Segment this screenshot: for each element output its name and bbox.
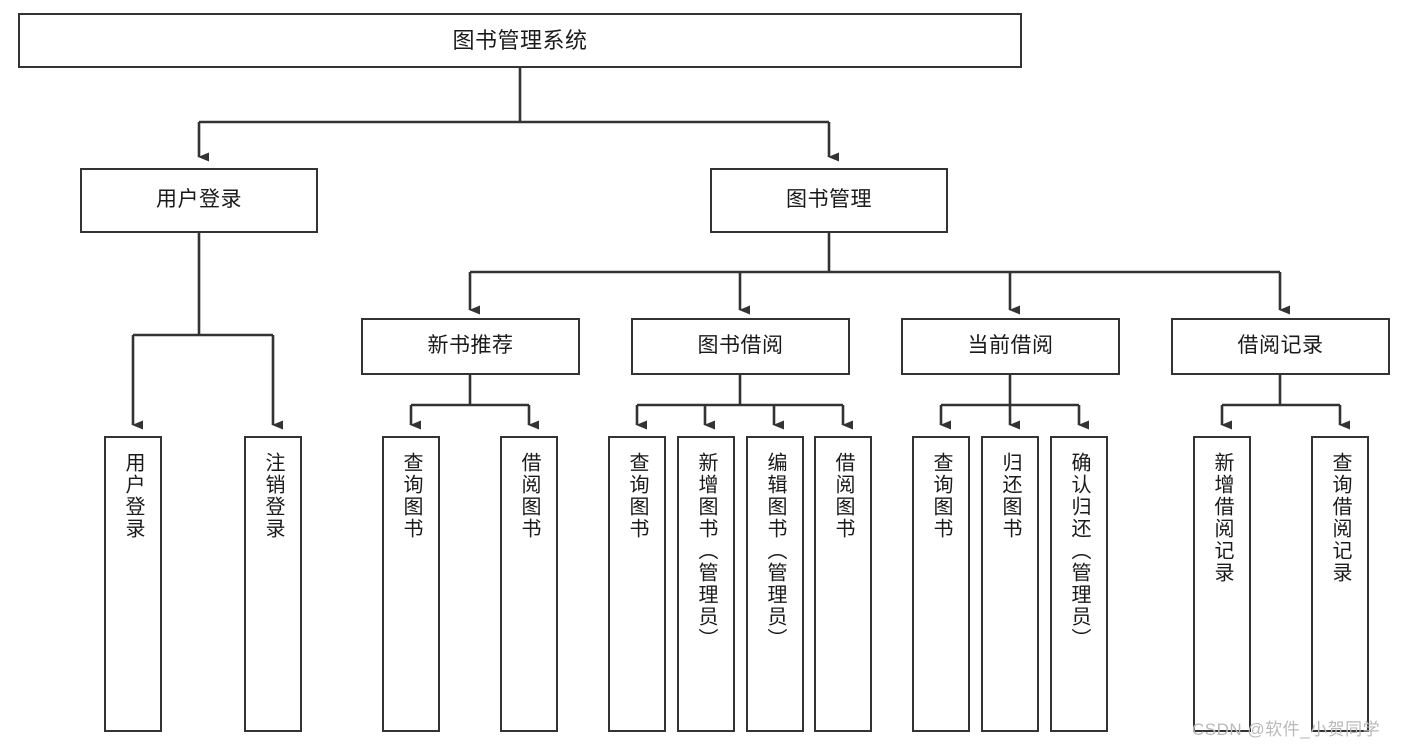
node-leaf-query-borrow-record[interactable]: 查询借阅记录	[1311, 436, 1369, 732]
node-leaf-query-book-1-label: 查询图书	[400, 452, 422, 540]
node-new-book-recommend[interactable]: 新书推荐	[361, 318, 580, 375]
node-leaf-user-login[interactable]: 用户登录	[104, 436, 162, 732]
node-leaf-logout-login-label: 注销登录	[262, 452, 284, 540]
node-book-borrow-label: 图书借阅	[697, 334, 784, 358]
node-leaf-add-book-admin-label: 新增图书（管理员）	[695, 452, 717, 650]
node-leaf-return-book[interactable]: 归还图书	[981, 436, 1039, 732]
node-user-login[interactable]: 用户登录	[80, 168, 318, 233]
node-leaf-query-book-2[interactable]: 查询图书	[608, 436, 666, 732]
node-leaf-borrow-book-1-label: 借阅图书	[518, 452, 540, 540]
node-leaf-logout-login[interactable]: 注销登录	[244, 436, 302, 732]
node-leaf-borrow-book-2[interactable]: 借阅图书	[814, 436, 872, 732]
node-leaf-confirm-return-admin-label: 确认归还（管理员）	[1068, 452, 1090, 650]
node-leaf-confirm-return-admin[interactable]: 确认归还（管理员）	[1050, 436, 1108, 732]
node-leaf-query-borrow-record-label: 查询借阅记录	[1329, 452, 1351, 584]
node-borrow-record[interactable]: 借阅记录	[1171, 318, 1390, 375]
node-leaf-user-login-label: 用户登录	[122, 452, 144, 540]
node-leaf-query-book-2-label: 查询图书	[626, 452, 648, 540]
node-leaf-edit-book-admin-label: 编辑图书（管理员）	[764, 452, 786, 650]
node-new-book-recommend-label: 新书推荐	[427, 334, 514, 358]
node-leaf-add-borrow-record-label: 新增借阅记录	[1211, 452, 1233, 584]
node-leaf-borrow-book-1[interactable]: 借阅图书	[500, 436, 558, 732]
node-leaf-query-book-1[interactable]: 查询图书	[382, 436, 440, 732]
node-leaf-query-book-3-label: 查询图书	[930, 452, 952, 540]
node-book-management[interactable]: 图书管理	[710, 168, 948, 233]
node-leaf-return-book-label: 归还图书	[999, 452, 1021, 540]
node-book-management-label: 图书管理	[786, 188, 872, 212]
node-current-borrow[interactable]: 当前借阅	[901, 318, 1120, 375]
node-leaf-add-book-admin[interactable]: 新增图书（管理员）	[677, 436, 735, 732]
node-book-borrow[interactable]: 图书借阅	[631, 318, 850, 375]
node-user-login-label: 用户登录	[156, 188, 242, 212]
node-leaf-edit-book-admin[interactable]: 编辑图书（管理员）	[746, 436, 804, 732]
node-leaf-borrow-book-2-label: 借阅图书	[832, 452, 854, 540]
node-root-label: 图书管理系统	[452, 27, 588, 53]
node-leaf-add-borrow-record[interactable]: 新增借阅记录	[1193, 436, 1251, 732]
node-current-borrow-label: 当前借阅	[967, 334, 1054, 358]
node-borrow-record-label: 借阅记录	[1237, 334, 1324, 358]
node-leaf-query-book-3[interactable]: 查询图书	[912, 436, 970, 732]
node-root[interactable]: 图书管理系统	[18, 13, 1022, 68]
